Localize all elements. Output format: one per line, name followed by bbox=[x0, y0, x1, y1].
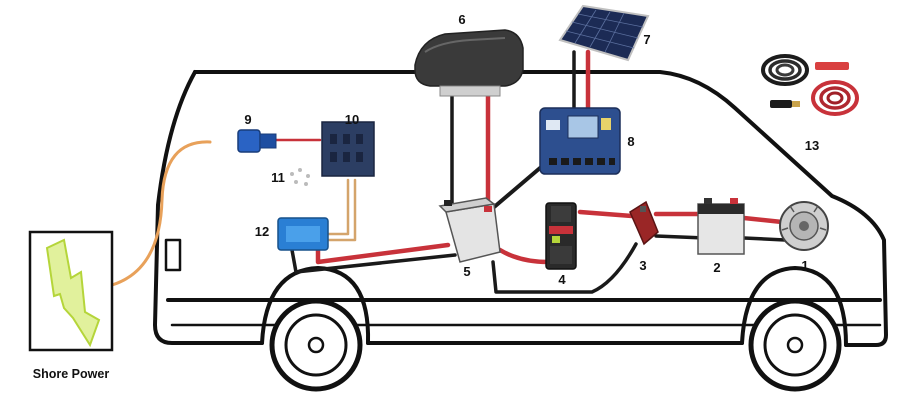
label-11: 11 bbox=[271, 170, 285, 185]
component-labels: 1 2 3 4 5 6 7 8 9 10 11 12 13 bbox=[244, 12, 819, 287]
chassis-ground-wire bbox=[491, 242, 638, 294]
label-1: 1 bbox=[801, 258, 808, 273]
label-4: 4 bbox=[558, 272, 566, 287]
shore-power-box: Shore Power bbox=[28, 230, 114, 381]
front-wheel bbox=[748, 298, 842, 392]
cable-coils-icon bbox=[761, 54, 859, 116]
house-battery-icon bbox=[438, 197, 501, 263]
label-6: 6 bbox=[458, 12, 465, 27]
breaker-isolator-positive-wire bbox=[577, 209, 635, 219]
label-13: 13 bbox=[805, 138, 819, 153]
solar-charge-controller-icon bbox=[539, 107, 621, 175]
fuse-box-icon bbox=[321, 121, 375, 177]
battery-isolator-icon bbox=[629, 200, 659, 246]
circuit-breaker-icon bbox=[545, 202, 577, 270]
terminal-connectors-icon bbox=[290, 168, 310, 186]
shore-power-inlet-icon bbox=[237, 129, 277, 153]
label-3: 3 bbox=[639, 258, 646, 273]
battery-breaker-positive-wire bbox=[497, 247, 551, 265]
inverter-icon bbox=[277, 217, 329, 251]
lightning-bolt-icon bbox=[45, 238, 101, 348]
rear-wheel bbox=[269, 298, 363, 392]
shore-power-cable bbox=[110, 140, 212, 287]
label-5: 5 bbox=[463, 264, 470, 279]
starter-alternator-positive-wire bbox=[741, 215, 785, 225]
isolator-starter-negative-wire bbox=[654, 234, 707, 240]
roof-fan-icon bbox=[414, 29, 524, 97]
label-2: 2 bbox=[713, 260, 720, 275]
alternator-icon bbox=[779, 201, 829, 251]
label-12: 12 bbox=[255, 224, 269, 239]
starter-alternator-negative-wire bbox=[742, 236, 787, 242]
inverter-positive-wire bbox=[315, 242, 451, 265]
label-8: 8 bbox=[627, 134, 634, 149]
shore-power-label: Shore Power bbox=[33, 367, 110, 381]
fusebox-inverter-cable-b bbox=[318, 178, 357, 242]
wiring bbox=[110, 49, 787, 294]
label-10: 10 bbox=[345, 112, 359, 127]
label-7: 7 bbox=[643, 32, 650, 47]
inverter-negative-wire bbox=[290, 248, 457, 274]
label-9: 9 bbox=[244, 112, 251, 127]
starter-battery-icon bbox=[697, 198, 745, 255]
controller-negative-wire bbox=[491, 166, 542, 210]
solar-panel-icon bbox=[558, 4, 650, 62]
